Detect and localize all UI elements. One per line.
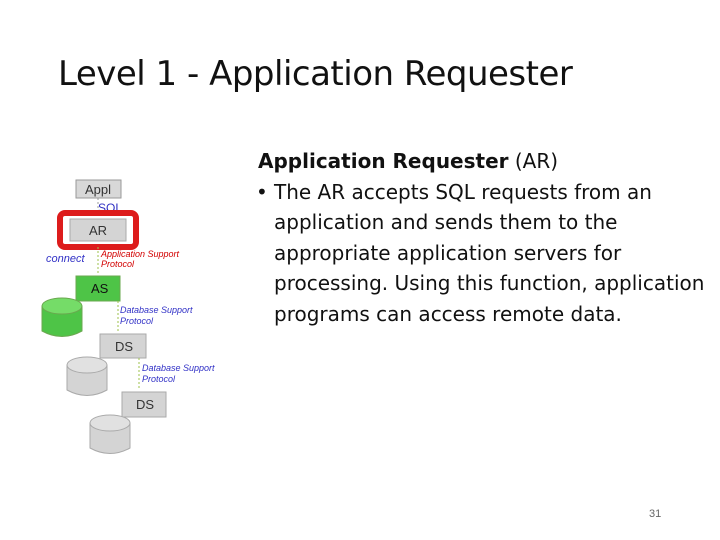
ar-label: AR bbox=[89, 223, 107, 238]
appl-label: Appl bbox=[85, 182, 111, 197]
ds-label-1: DS bbox=[115, 339, 133, 354]
application-support-protocol-line-2: Protocol bbox=[101, 259, 135, 269]
connect-label: connect bbox=[46, 253, 85, 265]
drda-level-diagram: Appl SQL AR connect Application Support … bbox=[41, 179, 215, 454]
ds-database-cylinder-2 bbox=[89, 414, 131, 454]
database-support-protocol-1-line-1: Database Support bbox=[120, 305, 193, 315]
slide-content: Application Requester (AR) • The AR acce… bbox=[256, 146, 708, 330]
heading-normal: (AR) bbox=[508, 149, 559, 173]
ar-box-highlight: AR bbox=[57, 210, 139, 250]
ds-box-2: DS bbox=[121, 391, 167, 418]
ds-box-1: DS bbox=[99, 333, 147, 359]
bullet-icon: • bbox=[256, 179, 268, 204]
as-label: AS bbox=[91, 281, 109, 296]
appl-box: Appl bbox=[75, 179, 122, 199]
application-support-protocol-line-1: Application Support bbox=[100, 249, 180, 259]
page-number: 31 bbox=[649, 508, 662, 520]
ds-label-2: DS bbox=[136, 397, 154, 412]
content-heading: Application Requester (AR) bbox=[258, 146, 708, 177]
as-box: AS bbox=[75, 275, 121, 302]
database-support-protocol-1-line-2: Protocol bbox=[120, 316, 154, 326]
database-support-protocol-2-line-2: Protocol bbox=[142, 374, 176, 384]
heading-bold: Application Requester bbox=[258, 149, 509, 173]
database-support-protocol-2-line-1: Database Support bbox=[142, 363, 215, 373]
bullet-item: • The AR accepts SQL requests from an ap… bbox=[256, 177, 708, 330]
as-database-cylinder bbox=[41, 297, 83, 337]
ds-database-cylinder-1 bbox=[66, 356, 108, 396]
bullet-text: The AR accepts SQL requests from an appl… bbox=[274, 179, 705, 326]
slide-title: Level 1 - Application Requester bbox=[58, 54, 573, 94]
